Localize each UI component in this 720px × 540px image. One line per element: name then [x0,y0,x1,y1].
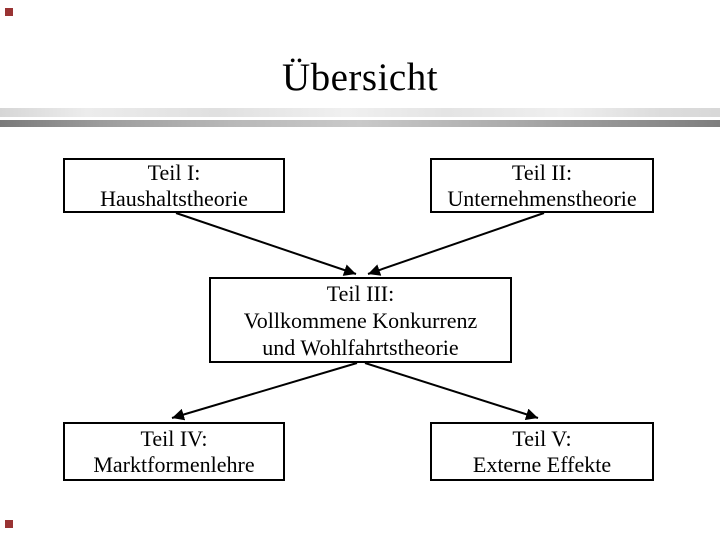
node-line: Externe Effekte [472,451,612,477]
arrow-teil-i-to-teil-iii [175,212,357,276]
node-teil-iv: Teil IV: Marktformenlehre [63,422,285,481]
divider-bar-light [0,108,720,117]
node-teil-i: Teil I: Haushaltstheorie [63,158,285,213]
node-line: Teil IV: [140,425,208,451]
node-line: Teil V: [512,425,572,451]
node-line: Vollkommene Konkurrenz [243,307,478,333]
node-line: Teil II: [511,159,573,185]
divider-bar-dark [0,120,720,127]
node-line: Marktformenlehre [93,451,255,477]
accent-square-top-left [5,8,13,16]
page-title: Übersicht [281,56,439,99]
arrow-teil-ii-to-teil-iii [367,212,545,276]
node-line: Unternehmenstheorie [447,185,637,211]
node-teil-ii: Teil II: Unternehmenstheorie [430,158,654,213]
arrow-teil-iii-to-teil-iv [171,362,358,421]
arrow-teil-iii-to-teil-v [364,362,539,421]
node-line: Teil III: [326,280,395,306]
node-line: Teil I: [147,159,201,185]
node-teil-v: Teil V: Externe Effekte [430,422,654,481]
node-teil-iii: Teil III: Vollkommene Konkurrenz und Woh… [209,277,512,363]
accent-square-bottom-left [5,520,13,528]
node-line: und Wohlfahrtstheorie [262,334,459,360]
node-line: Haushaltstheorie [100,185,248,211]
